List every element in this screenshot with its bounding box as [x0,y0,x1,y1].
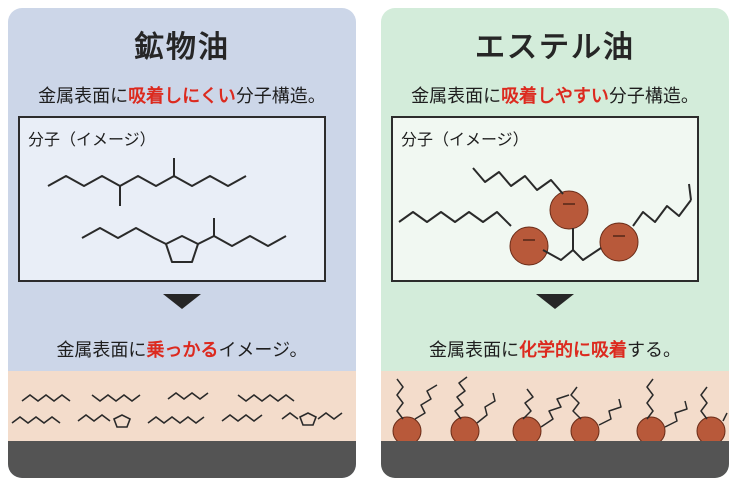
mineral-subtitle-pre: 金属表面に [38,86,129,107]
film-molecule [147,416,205,424]
ester-molecule-box: 分子（イメージ） [391,116,699,282]
adsorbed-chain [700,386,708,420]
ester-molecule-label: 分子（イメージ） [401,130,529,149]
film-ring [112,414,132,428]
ester-caption-pre: 金属表面に [429,340,519,361]
mineral-oil-panel: 鉱物油 金属表面に吸着しにくい分子構造。 分子（イメージ） 金属表面に乗っかるイ… [8,8,356,478]
down-arrow-icon [163,294,201,309]
cyclic-molecule-chain-left [81,227,167,245]
adsorbed-chain [570,386,582,420]
ester-oil-subtitle: 金属表面に吸着しやすい分子構造。 [381,82,729,108]
mineral-oil-title: 鉱物油 [134,30,230,65]
adsorbed-ester-group [696,416,726,441]
mineral-molecule-label: 分子（イメージ） [28,130,156,149]
mineral-molecule-diagram [47,158,287,263]
metal-surface [8,441,356,478]
adsorbed-chain [646,378,654,420]
ester-group-circle [509,226,549,266]
film-molecule [77,414,111,422]
ester-group-circle [599,222,639,262]
branched-alkane-chain [47,175,247,187]
mineral-caption-accent: 乗っかる [146,340,219,361]
adsorbed-ester-group [450,416,480,441]
ester-subtitle-pre: 金属表面に [411,86,502,107]
film-molecule [21,394,71,402]
ester-oil-caption: 金属表面に化学的に吸着する。 [381,336,729,362]
mineral-molecule-box: 分子（イメージ） [18,116,326,282]
ester-caption-post: する。 [627,340,681,361]
film-molecule [221,414,263,422]
chain-tail [688,183,692,201]
cyclopentane-ring [165,235,199,263]
metal-surface [381,441,729,478]
film-molecule [167,392,209,400]
ester-group-circle [549,190,589,230]
film-molecule [91,394,141,402]
adsorbed-ester-group [512,416,542,441]
adsorbed-chain [522,388,534,420]
mineral-subtitle-post: 分子構造。 [235,86,326,107]
adsorbed-ester-group [392,416,422,441]
down-arrow-icon [536,294,574,309]
film-molecule [317,412,343,420]
film-ring [298,412,318,426]
adsorbed-chain [598,398,622,426]
ester-subtitle-post: 分子構造。 [608,86,699,107]
ester-oil-panel: エステル油 金属表面に吸着しやすい分子構造。 分子（イメージ） [381,8,729,478]
mineral-oil-caption: 金属表面に乗っかるイメージ。 [8,336,356,362]
ester-film-molecules [392,376,728,441]
mineral-caption-post: イメージ。 [218,340,308,361]
adsorbed-chain [414,384,438,420]
fatty-acid-chain-left [398,211,512,227]
adsorbed-chain [664,400,688,428]
mineral-caption-pre: 金属表面に [56,340,147,361]
ester-caption-accent: 化学的に吸着 [519,340,627,361]
adsorbed-chain [540,394,570,428]
film-molecule [237,394,295,402]
film-molecule [281,412,299,420]
mineral-oil-film [8,371,356,441]
ester-subtitle-accent: 吸着しやすい [501,86,609,107]
mineral-film-molecules [11,392,343,428]
adsorbed-ester-group [636,416,666,441]
ester-molecule-diagram [398,167,692,266]
mineral-oil-subtitle: 金属表面に吸着しにくい分子構造。 [8,82,356,108]
adsorbed-chain [454,376,468,420]
adsorbed-chain [476,392,496,424]
film-molecule [11,416,61,424]
adsorbed-chain [396,378,404,420]
cyclic-molecule-chain-right [197,235,287,247]
adsorbed-ester-group [570,416,600,441]
ester-oil-film [381,371,729,441]
ester-oil-title: エステル油 [475,30,635,65]
adsorbed-chain [722,412,728,422]
fatty-acid-chain-top [472,167,564,195]
fatty-acid-chain-right [632,199,692,227]
mineral-subtitle-accent: 吸着しにくい [128,86,236,107]
